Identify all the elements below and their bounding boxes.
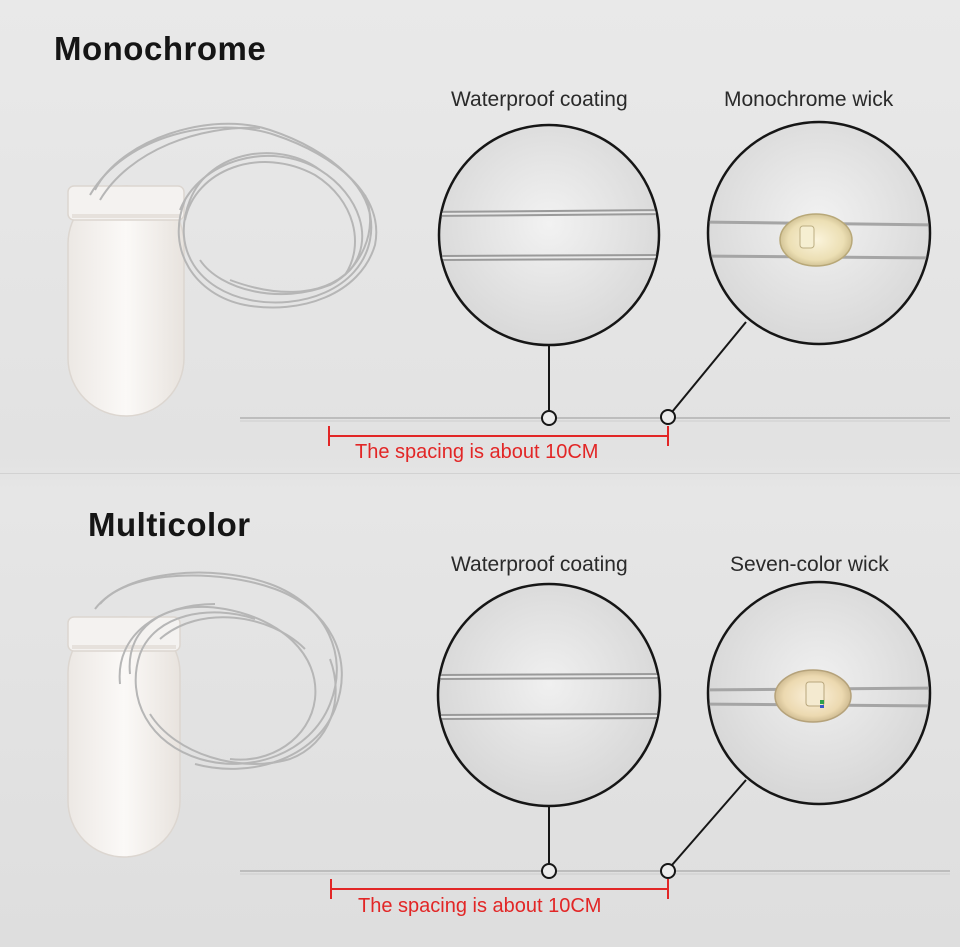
- monochrome-illustration: [67, 120, 950, 446]
- callout-wick-label: Seven-color wick: [730, 553, 889, 576]
- callout-coating-label: Waterproof coating: [451, 553, 628, 576]
- magnifier-coating: [437, 123, 661, 426]
- magnifier-wick: [660, 580, 932, 879]
- section-divider: [0, 473, 960, 474]
- callout-wick-label: Monochrome wick: [724, 88, 894, 111]
- callout-coating-label: Waterproof coating: [451, 88, 628, 111]
- monochrome-section: Monochrome Waterproof coating Monochrome…: [0, 0, 960, 473]
- multicolor-illustration: [67, 571, 950, 899]
- spacing-text: The spacing is about 10CM: [358, 895, 602, 917]
- spacing-bracket: [330, 879, 669, 899]
- wire-coil: [89, 122, 378, 309]
- spacing-bracket: [328, 426, 669, 446]
- magnifier-coating: [436, 582, 662, 879]
- spacing-text: The spacing is about 10CM: [355, 441, 599, 463]
- wire-coil: [94, 571, 343, 770]
- section-title: Multicolor: [88, 506, 251, 543]
- magnifier-wick: [660, 120, 932, 425]
- section-title: Monochrome: [54, 30, 267, 67]
- battery-box: [67, 616, 181, 858]
- battery-box: [67, 185, 185, 417]
- multicolor-section: Multicolor Waterproof coating Seven-colo…: [0, 474, 960, 947]
